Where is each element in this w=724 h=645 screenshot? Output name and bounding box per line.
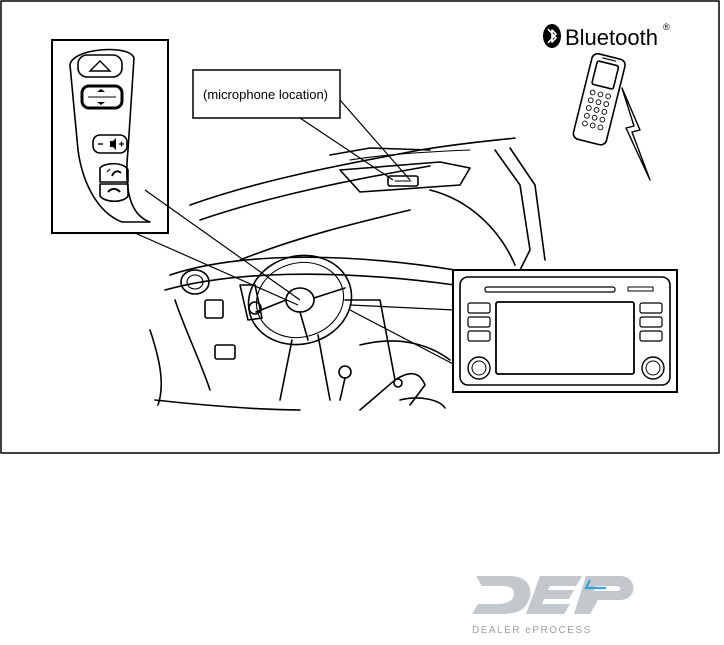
menu-up-down-icon: [82, 86, 122, 108]
bluetooth-wordmark: Bluetooth: [565, 25, 658, 50]
wireless-signal-icon: [622, 88, 650, 180]
microphone-callout: (microphone location): [193, 70, 410, 180]
bluetooth-logo: Bluetooth ®: [543, 22, 670, 50]
tuning-knob-icon: [642, 357, 664, 379]
audio-unit-inset: [350, 270, 677, 392]
dep-logo-mark: [472, 576, 634, 614]
steering-switch-inset-frame: [52, 40, 168, 233]
dealer-eprocess-subtitle: DEALER ePROCESS: [472, 625, 592, 636]
audio-unit-leader: [350, 305, 455, 365]
bluetooth-icon: [543, 24, 561, 48]
mobile-phone-icon: [572, 52, 626, 146]
display-screen: [496, 302, 634, 374]
bluetooth-hands-free-diagram: (microphone location) Bluetooth ®: [0, 0, 724, 460]
bluetooth-registered-mark: ®: [663, 22, 670, 32]
volume-knob-icon: [468, 357, 490, 379]
microphone-location-label: (microphone location): [203, 87, 328, 102]
dealer-eprocess-logo: DEALER ePROCESS: [470, 570, 645, 640]
